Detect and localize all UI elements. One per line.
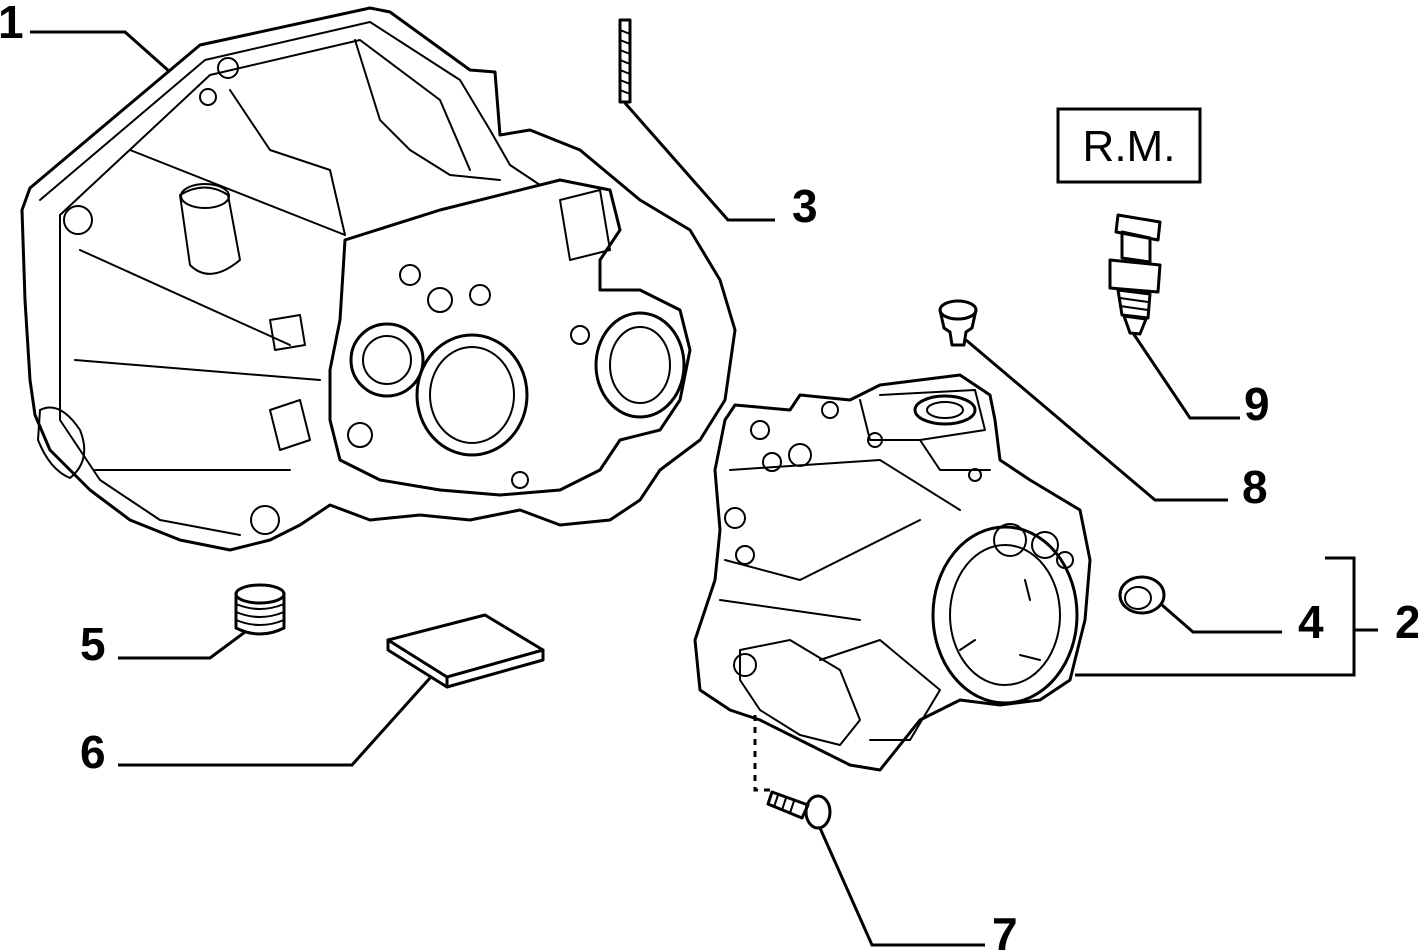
leader-9	[1131, 332, 1240, 420]
callout-9: 9	[1244, 378, 1270, 430]
callout-5: 5	[80, 618, 106, 670]
leader-7	[818, 827, 985, 947]
part-5-threaded-plug	[234, 583, 286, 636]
callout-2: 2	[1395, 596, 1418, 648]
leader-3	[623, 102, 775, 222]
callout-7: 7	[992, 908, 1018, 950]
leader-5	[118, 630, 246, 660]
part-4-bushing	[1118, 575, 1166, 615]
callout-1: 1	[0, 0, 24, 48]
leader-1	[30, 30, 171, 74]
leader-6	[118, 676, 432, 767]
callout-4: 4	[1298, 596, 1324, 648]
callout-3: 3	[792, 180, 818, 232]
part-6-gasket-plate	[386, 613, 545, 689]
leader-4	[1161, 603, 1282, 634]
part-3-stud	[618, 18, 632, 104]
callout-8: 8	[1242, 461, 1268, 513]
part-7-bolt	[766, 790, 832, 830]
part-8-plug	[938, 299, 978, 347]
part-1-clutch-housing	[20, 6, 737, 552]
callout-6: 6	[80, 726, 106, 778]
part-9-sensor	[1108, 213, 1162, 336]
leader-7-dashed	[753, 715, 770, 792]
leader-lines	[30, 30, 1378, 947]
rm-stamp-box	[1056, 107, 1202, 184]
part-2-gearbox-case	[693, 373, 1092, 772]
rm-stamp-text: R.M.	[1083, 122, 1176, 171]
leader-2-bracket	[1325, 556, 1356, 677]
leader-8	[965, 338, 1228, 502]
